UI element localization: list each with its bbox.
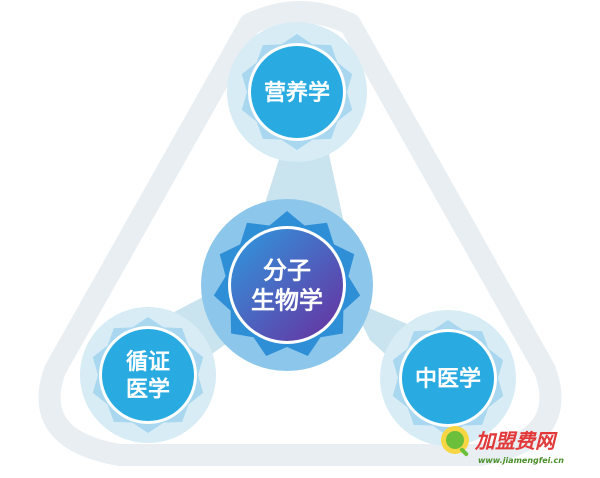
node-right-label-line: 中医学	[415, 366, 481, 392]
watermark-url: www.jiamengfei.cn	[478, 456, 564, 465]
node-center-label-line: 生物学	[251, 287, 323, 315]
watermark-logo-icon	[441, 426, 469, 457]
node-left-label-line: 循证	[126, 349, 170, 375]
watermark: 加盟费网 www.jiamengfei.cn	[441, 426, 564, 465]
node-top-core	[251, 46, 343, 138]
node-left-core	[102, 329, 194, 421]
background-triangle	[38, 1, 562, 466]
node-left-label-line: 医学	[126, 377, 170, 403]
node-center-label-line: 分子	[263, 257, 311, 285]
node-top-label-line: 营养学	[264, 80, 330, 106]
node-right: 中医学	[380, 310, 516, 446]
watermark-brand: 加盟费网	[474, 429, 558, 453]
node-center-core	[231, 229, 343, 341]
node-top: 营养学	[227, 22, 367, 162]
node-right-core	[402, 332, 494, 424]
